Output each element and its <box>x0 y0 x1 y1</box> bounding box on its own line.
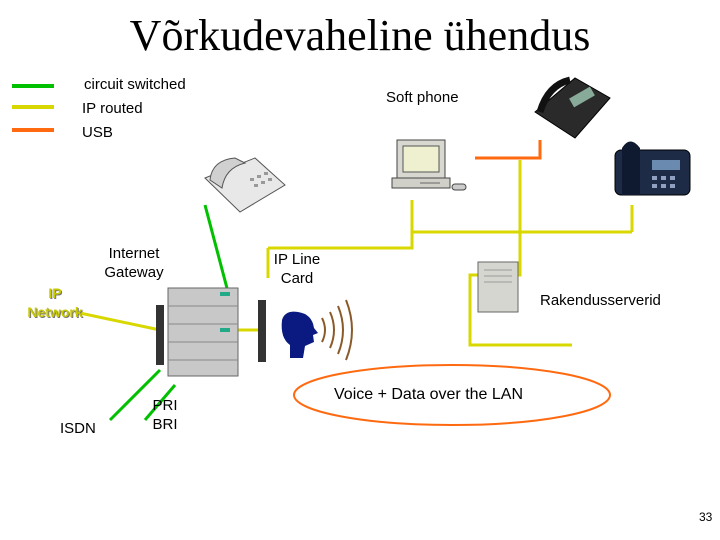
gateway-rack-icon <box>156 287 266 377</box>
pri-bri-label: PRI BRI <box>152 397 178 433</box>
ip-network-label: IP Network <box>27 285 83 320</box>
isdn-label: ISDN <box>60 420 96 437</box>
legend-label-usb: USB <box>82 124 113 141</box>
soft-phone-label: Soft phone <box>386 89 459 106</box>
ip-lan-bus <box>268 232 414 250</box>
ip-lan-server <box>468 232 572 347</box>
ip-line-card-label: IP Line Card <box>273 251 321 287</box>
usb-link <box>475 140 542 160</box>
desk-phone-navy-icon <box>614 141 691 196</box>
server-tower-icon <box>477 261 519 313</box>
legend-swatch-circuit <box>12 84 54 88</box>
rakendusserverid-label: Rakendusserverid <box>540 292 661 309</box>
internet-gateway-label: Internet Gateway <box>104 245 164 281</box>
ip-link-network <box>74 310 161 332</box>
circuit-link-isdn <box>108 368 162 422</box>
desk-phone-dark-icon <box>534 76 611 139</box>
page-title: Võrkudevaheline ühendus <box>129 11 591 60</box>
desk-phone-icon <box>204 157 286 213</box>
legend-swatch-ip <box>12 105 54 109</box>
voice-data-ellipse <box>293 364 611 426</box>
computer-icon <box>391 139 467 191</box>
circuit-link-pri <box>143 384 177 421</box>
legend-swatch-usb <box>12 128 54 132</box>
speaking-head-icon <box>281 299 353 361</box>
legend-label-circuit: circuit switched <box>84 76 186 93</box>
circuit-link-phone-gateway <box>203 204 230 293</box>
connection-lines <box>74 140 634 422</box>
legend-label-ip: IP routed <box>82 100 143 117</box>
page-number: 33 <box>699 510 713 524</box>
voice-data-label: Voice + Data over the LAN <box>334 386 523 403</box>
